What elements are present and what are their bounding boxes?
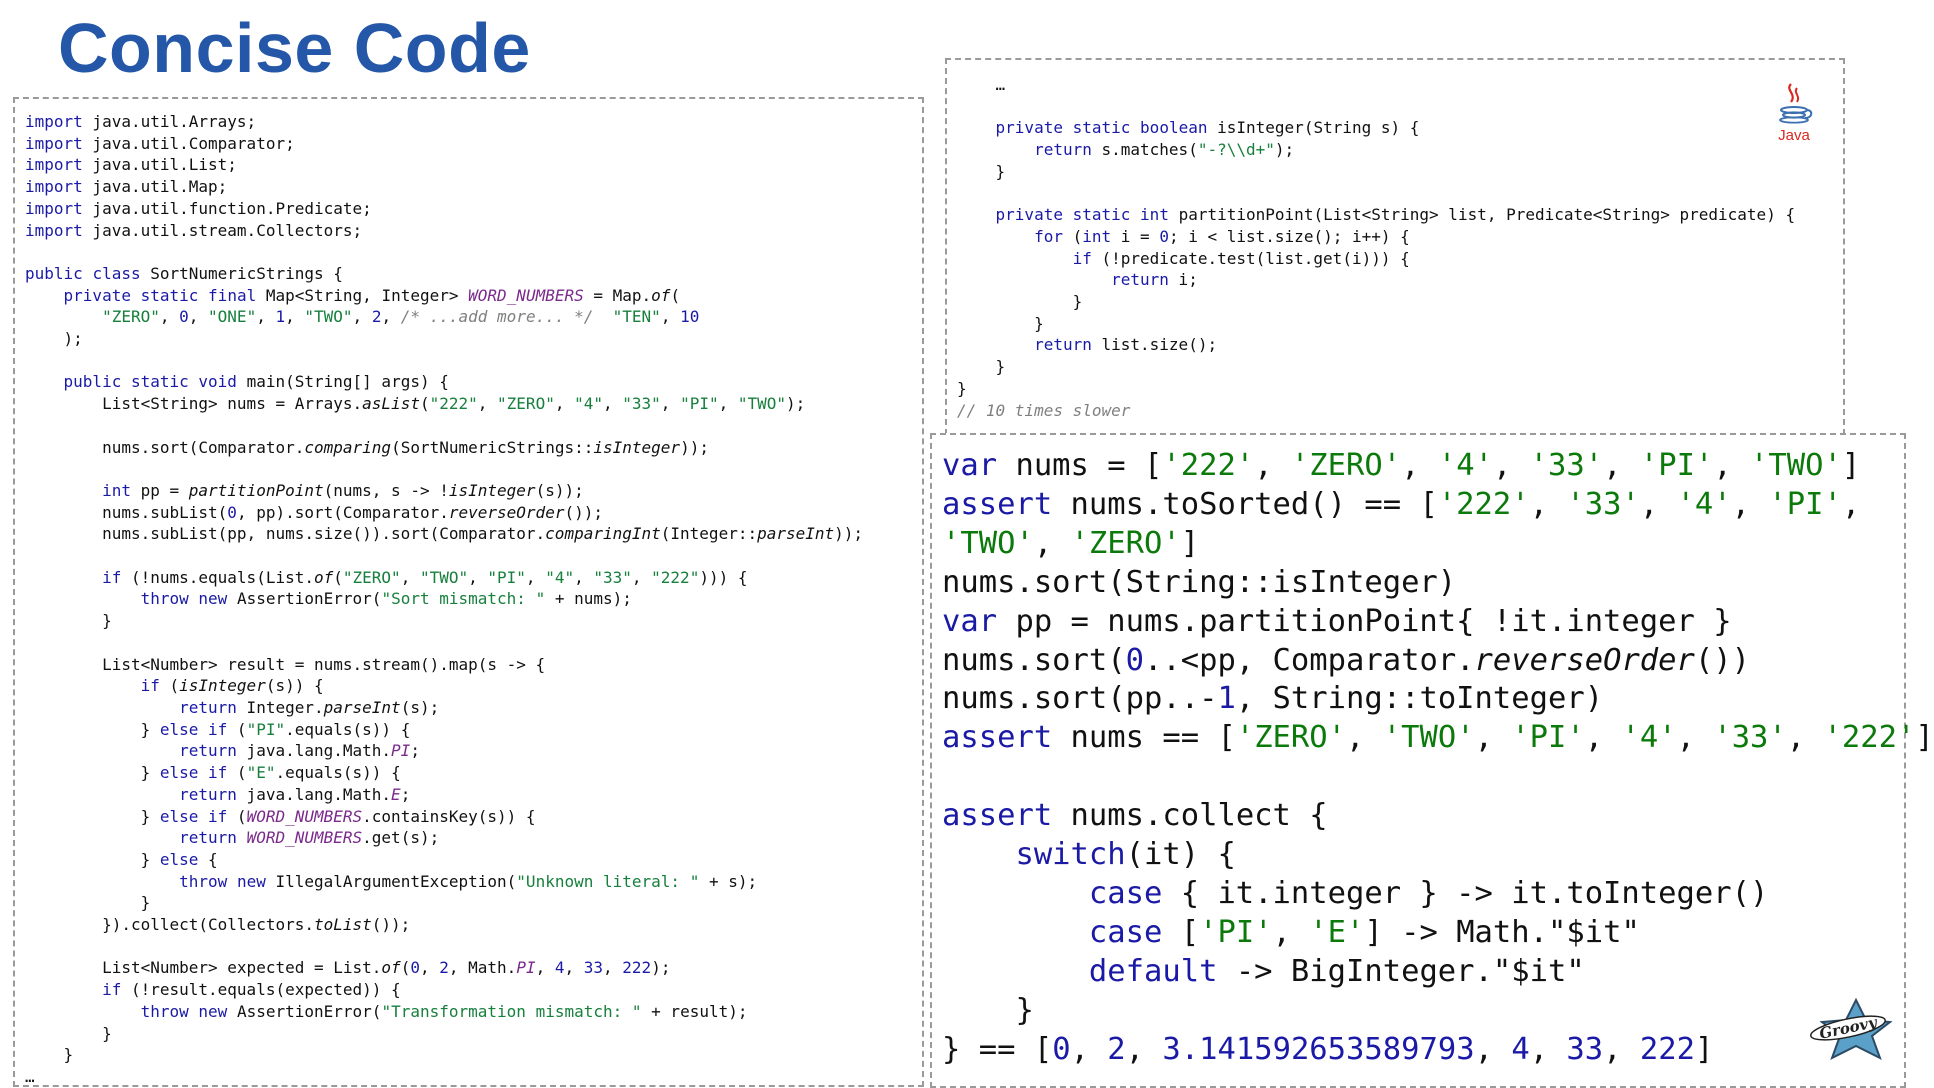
- code-line: throw new IllegalArgumentException("Unkn…: [179, 871, 758, 891]
- code-line: return Integer.parseInt(s);: [179, 697, 440, 717]
- code-line: // 10 times slower: [957, 400, 1131, 420]
- code-line: if (!nums.equals(List.of("ZERO", "TWO", …: [102, 567, 748, 587]
- code-line: return java.lang.Math.E;: [179, 784, 411, 804]
- code-line: assert nums.collect {: [942, 798, 1328, 834]
- code-line: } else if ("PI".equals(s)) {: [25, 719, 411, 739]
- code-line: }: [25, 1023, 112, 1043]
- code-line: …: [957, 75, 1006, 94]
- code-line: return list.size();: [1034, 335, 1218, 355]
- java-helper-code-block: … private static boolean isInteger(Strin…: [957, 74, 1795, 421]
- code-line: if (!result.equals(expected)) {: [102, 980, 401, 1000]
- code-line: }: [957, 357, 1006, 377]
- code-line: );: [25, 329, 83, 349]
- code-line: public class SortNumericStrings {: [25, 263, 343, 283]
- java-code-block: import java.util.Arrays; import java.uti…: [25, 111, 863, 1088]
- code-line: nums.subList(0, pp).sort(Comparator.reve…: [25, 502, 603, 522]
- code-line: }: [942, 992, 1034, 1028]
- code-line: }: [25, 611, 112, 631]
- code-line: for (int i = 0; i < list.size(); i++) {: [1034, 226, 1410, 246]
- code-line: "ZERO", 0, "ONE", 1, "TWO", 2, /* ...add…: [102, 307, 700, 327]
- code-line: var pp = nums.partitionPoint{ !it.intege…: [942, 603, 1732, 639]
- code-line: }: [957, 313, 1044, 333]
- code-line: return s.matches("-?\\d+");: [1034, 140, 1295, 160]
- code-line: } else {: [25, 849, 218, 869]
- code-line: }: [957, 161, 1006, 181]
- code-line: switch(it) {: [1015, 837, 1236, 873]
- code-line: import java.util.stream.Collectors;: [25, 220, 363, 240]
- code-line: }: [957, 292, 1083, 312]
- code-line: private static final Map<String, Integer…: [63, 285, 681, 305]
- slide-title: Concise Code: [58, 9, 531, 87]
- code-line: import java.util.List;: [25, 155, 237, 175]
- java-helper-code-panel: … private static boolean isInteger(Strin…: [945, 58, 1845, 435]
- groovy-star-icon: Groovy: [1810, 997, 1893, 1061]
- code-line: case { it.integer } -> it.toInteger(): [1088, 875, 1769, 911]
- code-line: throw new AssertionError("Sort mismatch:…: [140, 589, 632, 609]
- code-line: 'TWO', 'ZERO']: [942, 525, 1200, 561]
- code-line: nums.sort(String::isInteger): [942, 564, 1457, 600]
- code-line: }: [957, 378, 967, 398]
- code-line: }: [25, 1045, 74, 1065]
- code-line: List<String> nums = Arrays.asList("222",…: [25, 394, 806, 414]
- code-line: } == [0, 2, 3.141592653589793, 4, 33, 22…: [942, 1031, 1714, 1067]
- code-line: if (isInteger(s)) {: [140, 676, 324, 696]
- code-line: assert nums == ['ZERO', 'TWO', 'PI', '4'…: [942, 720, 1934, 756]
- code-line: …: [25, 1066, 35, 1086]
- code-line: default -> BigInteger."$it": [1088, 953, 1585, 989]
- java-code-panel: import java.util.Arrays; import java.uti…: [13, 97, 924, 1087]
- code-line: assert nums.toSorted() == ['222', '33', …: [942, 486, 1861, 522]
- code-line: } else if (WORD_NUMBERS.containsKey(s)) …: [25, 806, 536, 826]
- code-line: private static boolean isInteger(String …: [995, 118, 1420, 138]
- code-line: nums.sort(pp..-1, String::toInteger): [942, 681, 1604, 717]
- code-line: import java.util.Map;: [25, 177, 228, 197]
- java-logo-text: Java: [1778, 127, 1810, 144]
- code-line: import java.util.Comparator;: [25, 133, 295, 153]
- code-line: } else if ("E".equals(s)) {: [25, 763, 401, 783]
- code-line: nums.sort(Comparator.comparing(SortNumer…: [25, 437, 709, 457]
- code-line: import java.util.function.Predicate;: [25, 198, 372, 218]
- code-line: }: [25, 893, 151, 913]
- groovy-code-block: var nums = ['222', 'ZERO', '4', '33', 'P…: [942, 447, 1934, 1070]
- code-line: return i;: [1111, 270, 1198, 290]
- groovy-code-panel: var nums = ['222', 'ZERO', '4', '33', 'P…: [930, 433, 1934, 1088]
- code-line: int pp = partitionPoint(nums, s -> !isIn…: [102, 480, 584, 500]
- code-line: var nums = ['222', 'ZERO', '4', '33', 'P…: [942, 448, 1861, 483]
- java-coffee-cup-icon: Java: [1778, 83, 1813, 144]
- code-line: public static void main(String[] args) {: [63, 372, 449, 392]
- code-line: return java.lang.Math.PI;: [179, 741, 420, 761]
- code-line: import java.util.Arrays;: [25, 112, 257, 131]
- code-line: case ['PI', 'E'] -> Math."$it": [1088, 914, 1640, 950]
- code-line: return WORD_NUMBERS.get(s);: [179, 828, 440, 848]
- code-line: List<Number> result = nums.stream().map(…: [25, 654, 546, 674]
- code-line: }).collect(Collectors.toList());: [25, 915, 411, 935]
- code-line: if (!predicate.test(list.get(i))) {: [1072, 248, 1410, 268]
- code-line: private static int partitionPoint(List<S…: [995, 205, 1796, 225]
- code-line: nums.subList(pp, nums.size()).sort(Compa…: [25, 524, 864, 544]
- code-line: List<Number> expected = List.of(0, 2, Ma…: [25, 958, 671, 978]
- code-line: throw new AssertionError("Transformation…: [140, 1001, 748, 1021]
- code-line: nums.sort(0..<pp, Comparator.reverseOrde…: [942, 642, 1750, 678]
